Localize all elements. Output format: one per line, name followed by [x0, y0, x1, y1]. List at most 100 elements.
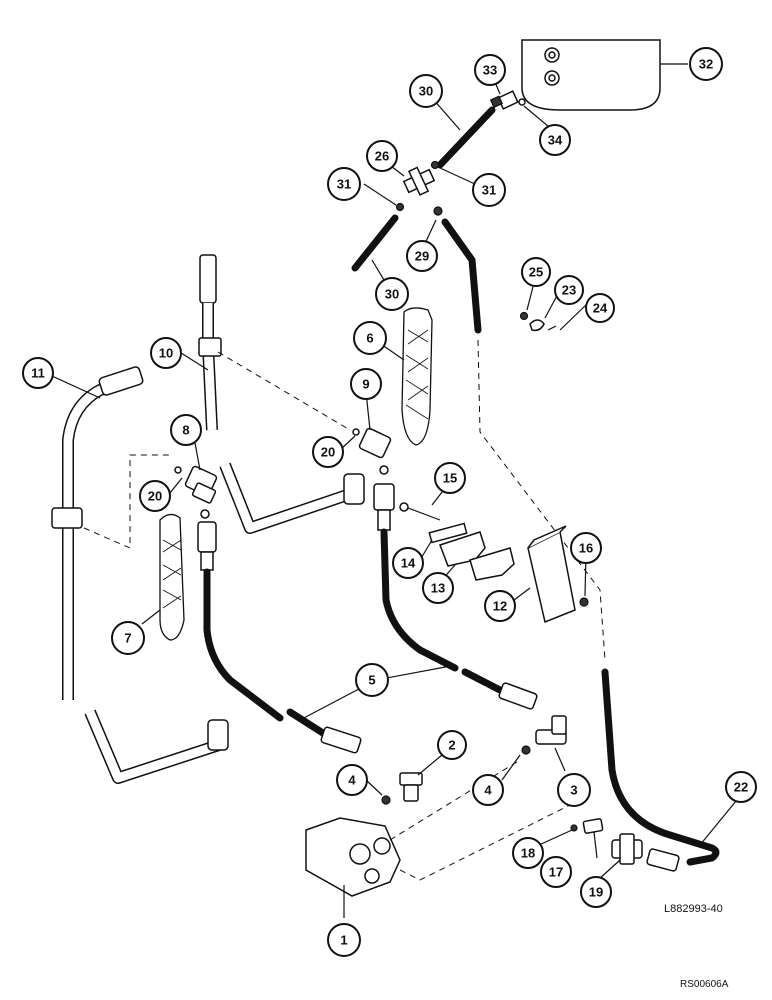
- svg-text:1: 1: [340, 933, 347, 948]
- nut-16: [579, 597, 589, 607]
- callout-20-left: 20: [139, 480, 171, 512]
- fitting-33: [489, 90, 519, 110]
- callout-8: 8: [170, 414, 202, 446]
- tee-fitting-26: [402, 166, 436, 196]
- svg-text:20: 20: [321, 445, 335, 460]
- svg-text:15: 15: [443, 471, 457, 486]
- callout-16: 16: [570, 532, 602, 564]
- fitting-17: [582, 818, 604, 834]
- dashed-line-valve: [389, 759, 521, 841]
- callout-32: 32: [689, 47, 723, 81]
- svg-text:4: 4: [484, 783, 492, 798]
- callout-5: 5: [355, 663, 389, 697]
- svg-text:10: 10: [159, 346, 173, 361]
- callout-29: 29: [406, 240, 438, 272]
- svg-text:25: 25: [529, 265, 543, 280]
- elbow-29: [433, 206, 443, 216]
- svg-text:26: 26: [375, 149, 389, 164]
- svg-text:31: 31: [482, 183, 496, 198]
- svg-text:19: 19: [589, 885, 603, 900]
- svg-text:7: 7: [124, 631, 131, 646]
- o-ring-18: [570, 824, 578, 832]
- protective-sleeve-7: [159, 513, 185, 641]
- callout-20-right: 20: [312, 436, 344, 468]
- callout-15: 15: [434, 462, 466, 494]
- callout-31-left: 31: [327, 167, 361, 201]
- tee-fitting-19: [611, 833, 643, 865]
- callout-24: 24: [585, 293, 615, 323]
- callout-25: 25: [521, 257, 551, 287]
- fitting-3: [535, 715, 567, 745]
- svg-text:34: 34: [548, 133, 563, 148]
- hose-29-down: [441, 218, 482, 334]
- dashed-return-line: [477, 339, 606, 661]
- svg-text:8: 8: [182, 423, 189, 438]
- svg-text:29: 29: [415, 249, 429, 264]
- callout-4-right: 4: [472, 774, 504, 806]
- callout-33: 33: [474, 54, 506, 86]
- hose-22: [601, 668, 720, 866]
- svg-text:22: 22: [734, 780, 748, 795]
- svg-text:6: 6: [366, 331, 373, 346]
- svg-text:30: 30: [419, 84, 433, 99]
- callout-7: 7: [111, 621, 145, 655]
- callout-17: 17: [540, 856, 572, 888]
- svg-text:31: 31: [337, 177, 351, 192]
- bracket-12: [527, 525, 576, 624]
- tube-11: [51, 366, 229, 784]
- drawing-number: L882993-40: [664, 903, 723, 915]
- svg-text:18: 18: [521, 846, 535, 861]
- tube-10: [198, 254, 365, 534]
- svg-text:11: 11: [31, 366, 45, 381]
- bolt-15: [399, 502, 441, 521]
- fitting-2: [399, 772, 423, 802]
- o-rings-20-right: [352, 428, 389, 475]
- svg-text:14: 14: [401, 556, 416, 571]
- svg-text:13: 13: [431, 581, 445, 596]
- callout-11: 11: [22, 357, 54, 389]
- callout-12: 12: [484, 590, 516, 622]
- o-rings-31: [395, 160, 440, 212]
- hose-5-left: [197, 521, 362, 754]
- dashed-line-10: [217, 351, 351, 431]
- svg-text:9: 9: [362, 377, 369, 392]
- callout-10: 10: [150, 337, 182, 369]
- callout-23: 23: [554, 275, 584, 305]
- svg-text:4: 4: [348, 773, 356, 788]
- callout-2: 2: [437, 730, 467, 760]
- protective-sleeve-6: [401, 307, 433, 446]
- elbow-fitting-8: [184, 465, 218, 504]
- callout-6: 6: [353, 321, 387, 355]
- o-ring-34: [518, 98, 526, 106]
- callout-26: 26: [366, 140, 398, 172]
- reservoir-tank: [521, 39, 661, 111]
- svg-text:5: 5: [368, 673, 375, 688]
- dashed-line-valve-2: [399, 804, 571, 881]
- svg-text:30: 30: [385, 287, 399, 302]
- callout-34: 34: [539, 124, 571, 156]
- clamp-13: [439, 531, 515, 581]
- o-rings-20-left: [174, 466, 210, 519]
- plate-14: [428, 522, 468, 544]
- callout-3: 3: [557, 773, 591, 807]
- fitting-22-end: [646, 848, 680, 872]
- svg-text:2: 2: [448, 738, 455, 753]
- svg-text:12: 12: [493, 599, 507, 614]
- svg-text:32: 32: [699, 57, 713, 72]
- svg-text:16: 16: [579, 541, 593, 556]
- parts-23-25: [519, 311, 557, 332]
- dashed-line-11: [83, 454, 172, 549]
- svg-text:24: 24: [593, 301, 608, 316]
- svg-text:3: 3: [570, 783, 577, 798]
- hose-30-lower: [351, 214, 399, 272]
- callout-22: 22: [725, 771, 757, 803]
- callout-30-top: 30: [409, 74, 443, 108]
- valve-body-1: [305, 817, 401, 897]
- callout-1: 1: [327, 923, 361, 957]
- callout-30-bottom: 30: [375, 277, 409, 311]
- callout-14: 14: [392, 547, 424, 579]
- callout-19: 19: [580, 876, 612, 908]
- o-ring-4: [381, 745, 531, 805]
- svg-text:17: 17: [549, 865, 563, 880]
- callout-4-left: 4: [336, 764, 368, 796]
